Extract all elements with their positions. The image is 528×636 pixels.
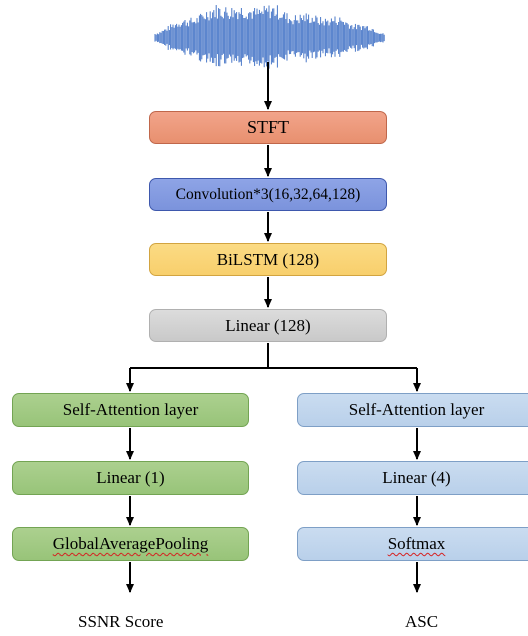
asc-output-label: ASC [405,612,439,631]
left-linear-label: Linear (1) [96,468,165,487]
right-linear-label: Linear (4) [382,468,451,487]
right-attention-label: Self-Attention layer [348,400,485,419]
stft-label: STFT [246,117,289,137]
left-pooling-block: GlobalAveragePooling [12,527,249,561]
right-linear-block: Linear (4) [297,461,528,495]
stft-block: STFT [149,111,387,144]
bilstm-block: BiLSTM (128) [149,243,387,276]
linear-shared-label: Linear (128) [225,315,311,335]
convolution-label: Convolution*3(16,32,64,128) [175,185,361,203]
waveform-icon [154,5,385,69]
right-attention-block: Self-Attention layer [297,393,528,427]
bilstm-label: BiLSTM (128) [216,249,320,269]
left-linear-block: Linear (1) [12,461,249,495]
left-attention-block: Self-Attention layer [12,393,249,427]
left-attention-label: Self-Attention layer [62,400,199,419]
right-softmax-label: Softmax [387,534,446,553]
convolution-block: Convolution*3(16,32,64,128) [149,178,387,211]
right-softmax-block: Softmax [297,527,528,561]
left-pooling-label: GlobalAveragePooling [52,534,209,553]
linear-shared-block: Linear (128) [149,309,387,342]
ssnr-score-output-label: SSNR Score [78,612,164,631]
